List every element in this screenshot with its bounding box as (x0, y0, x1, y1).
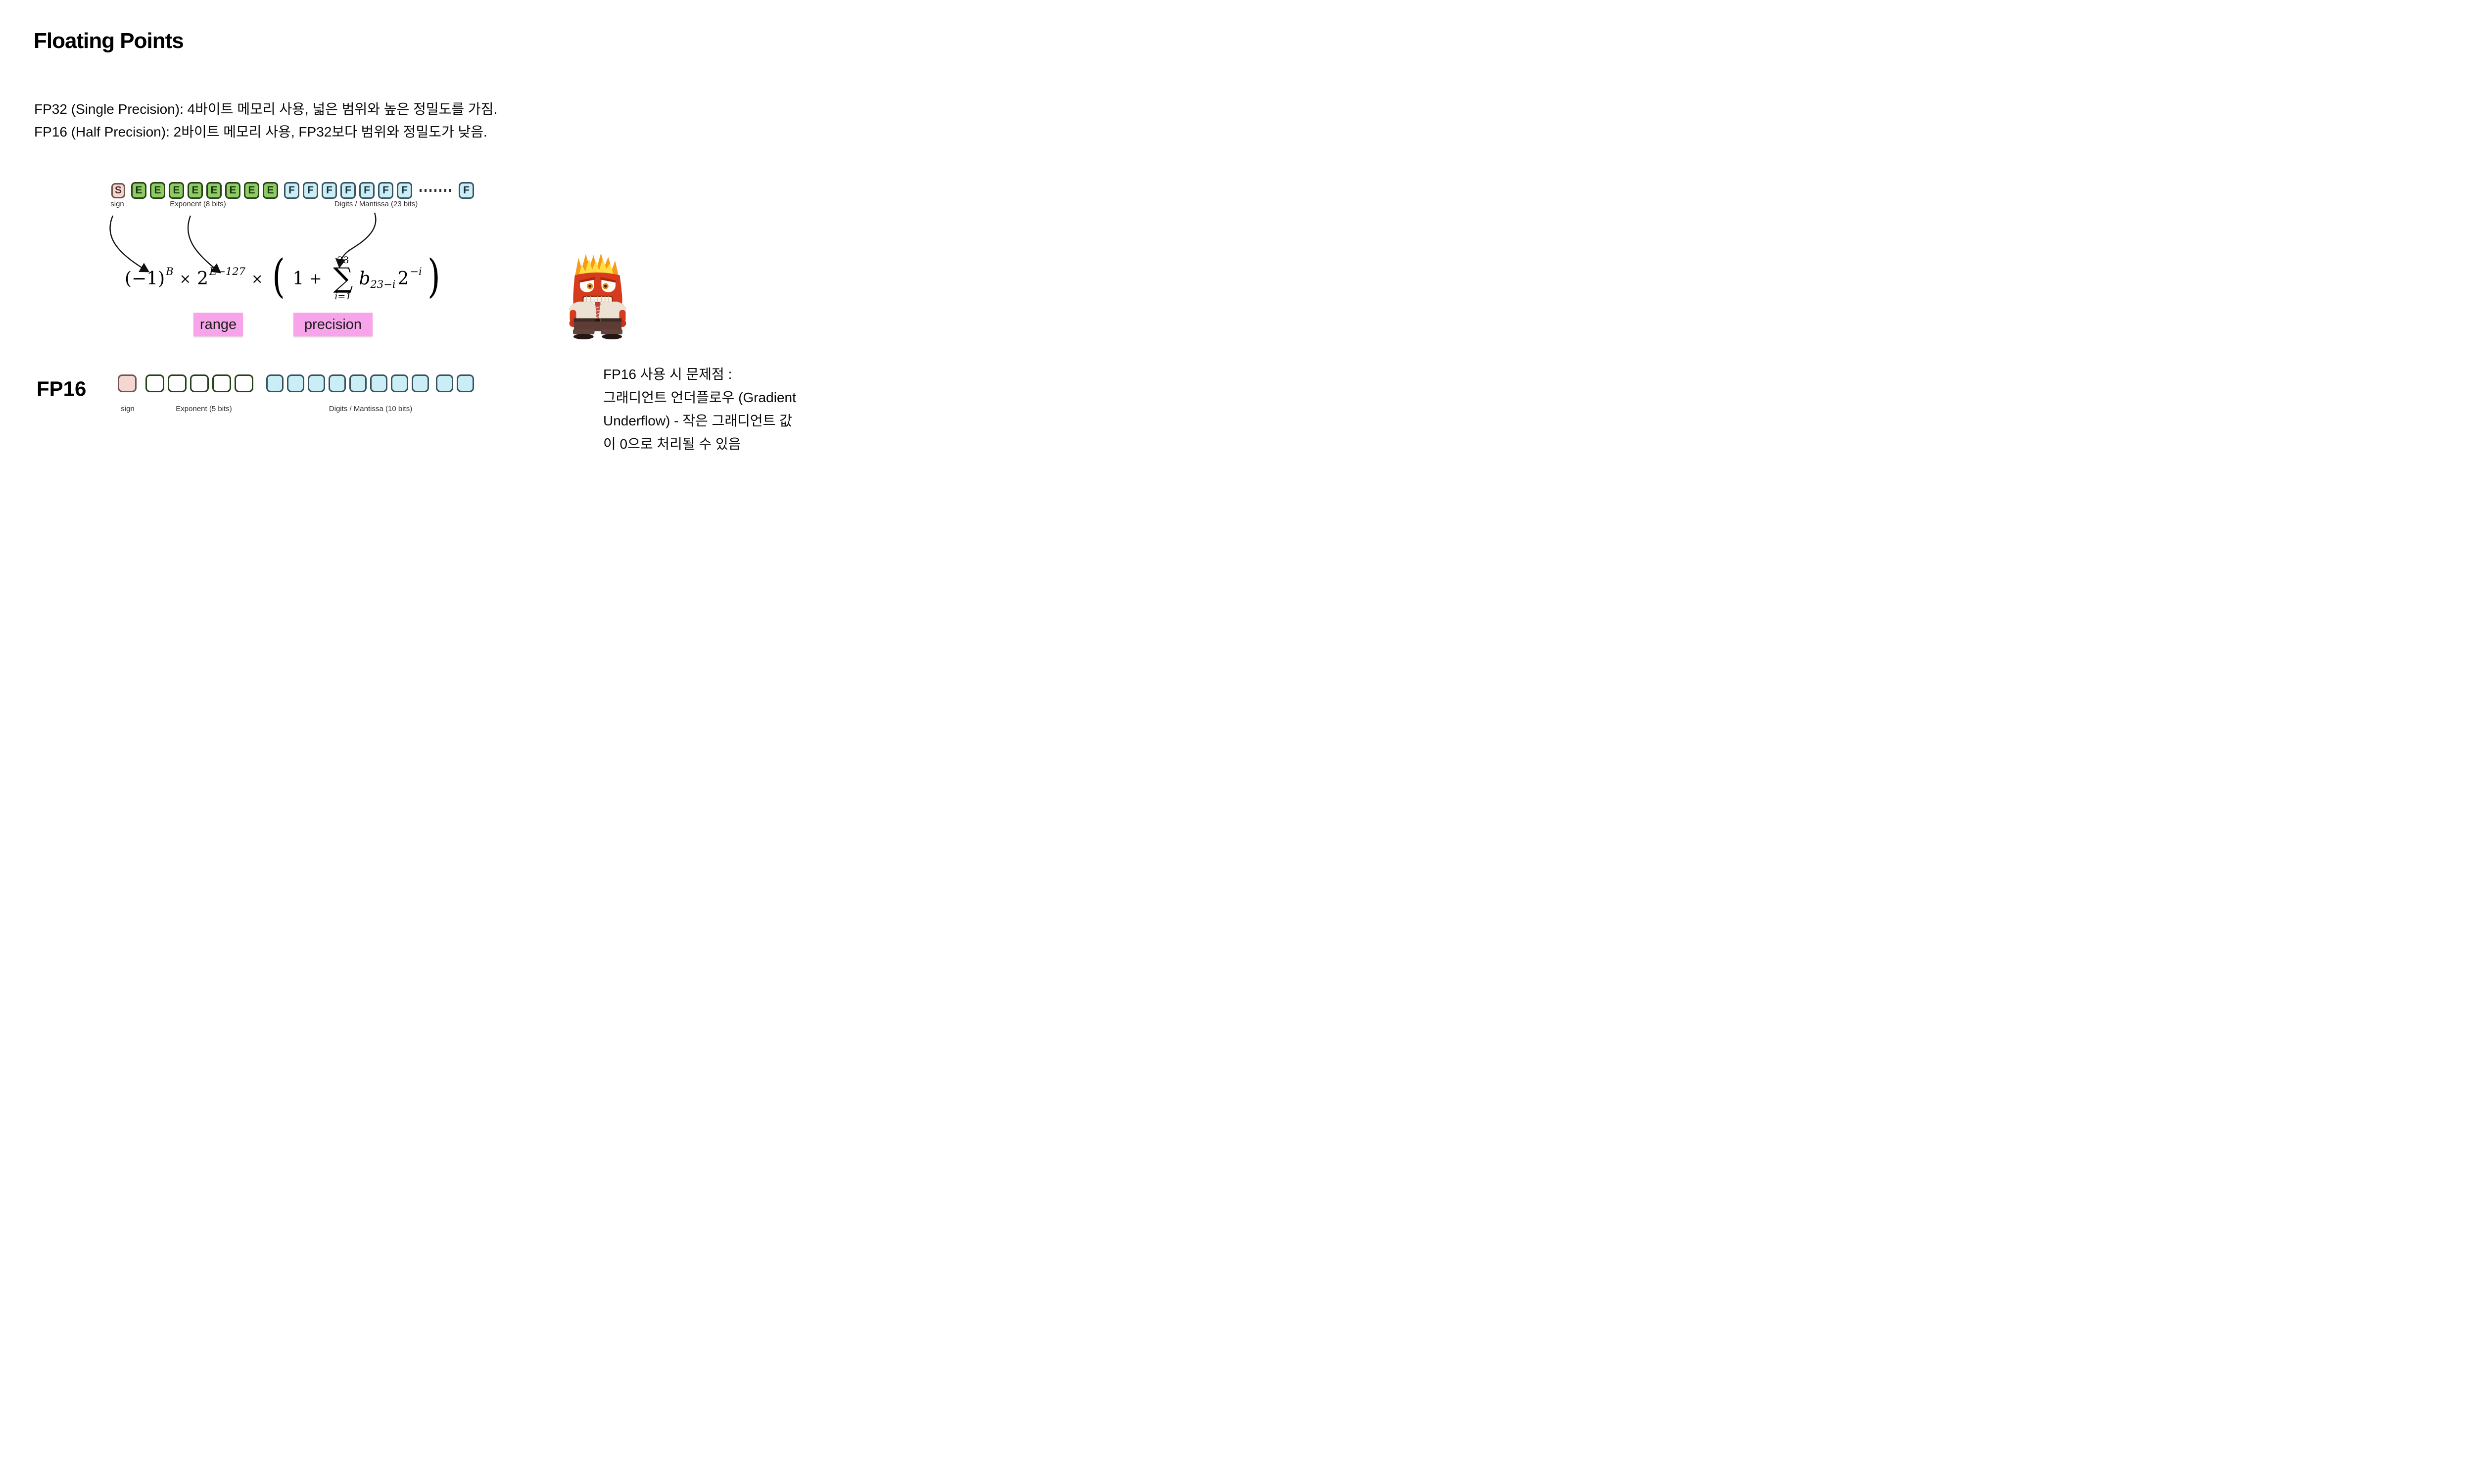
bit-group-exponent (145, 374, 253, 392)
ellipsis-dot (449, 189, 451, 192)
bit-cell-exponent (168, 374, 187, 392)
right-eyebrow (600, 277, 617, 283)
bit-cell-mantissa: F (284, 182, 299, 199)
bit-cell-mantissa (412, 374, 429, 392)
bit-cell-mantissa: F (359, 182, 375, 199)
bit-cell-mantissa: F (303, 182, 318, 199)
bit-cell-exponent: E (244, 182, 259, 199)
intro-text: FP32 (Single Precision): 4바이트 메모리 사용, 넓은… (34, 98, 497, 143)
bit-cell-exponent (212, 374, 231, 392)
bit-cell-mantissa: F (378, 182, 393, 199)
fp16-problem-note: FP16 사용 시 문제점 : 그래디언트 언더플로우 (Gradient Un… (603, 363, 796, 456)
flame-hair (574, 253, 619, 278)
bit-cell-mantissa: F (459, 182, 474, 199)
formula-coefficient-sub: 23−i (370, 278, 396, 290)
formula-pow-sup: −i (410, 266, 422, 278)
bit-cell-mantissa: F (322, 182, 337, 199)
formula-summation: 23 ∑ i=1 (333, 256, 353, 301)
bit-cell-exponent (190, 374, 209, 392)
range-tag: range (193, 313, 243, 336)
bit-cell-exponent: E (169, 182, 184, 199)
left-eyebrow (579, 277, 595, 283)
formula-coefficient: b (359, 268, 371, 289)
ellipsis-dot (429, 189, 431, 192)
bit-cell-mantissa (329, 374, 346, 392)
right-shoe (602, 333, 622, 339)
note-line: Underflow) - 작은 그래디언트 값 (603, 413, 792, 428)
ellipsis-dot (425, 189, 427, 192)
intro-line-fp32: FP32 (Single Precision): 4바이트 메모리 사용, 넓은… (34, 101, 498, 117)
bit-cell-exponent: E (206, 182, 222, 199)
formula-exponent-sup: E−127 (209, 266, 245, 278)
tie (595, 302, 601, 321)
formula-lparen: ( (125, 268, 132, 289)
sum-lower-limit: i=1 (334, 290, 352, 302)
slide: Floating Points FP32 (Single Precision):… (0, 0, 880, 495)
formula-neg-one: −1 (132, 268, 158, 289)
fp16-sign-label: sign (121, 405, 135, 413)
page-title: Floating Points (34, 29, 184, 53)
bit-cell-exponent: E (131, 182, 146, 199)
formula-times-1: × (179, 270, 191, 287)
sigma-symbol: ∑ (333, 262, 353, 295)
intro-line-fp16: FP16 (Half Precision): 2바이트 메모리 사용, FP32… (34, 124, 487, 139)
fp16-bit-row (118, 374, 474, 392)
bit-cell-exponent (235, 374, 253, 392)
fp32-mantissa-label: Digits / Mantissa (23 bits) (334, 200, 418, 208)
bit-cell-mantissa (349, 374, 367, 392)
ellipsis-dot (434, 189, 436, 192)
bit-cell-mantissa: F (340, 182, 356, 199)
bit-group-mantissa (436, 374, 474, 392)
bit-cell-mantissa: F (397, 182, 412, 199)
formula-plus: + (309, 270, 322, 287)
note-line: 이 0으로 처리될 수 있음 (603, 436, 741, 452)
bit-cell-sign: S (111, 183, 125, 198)
fp32-exponent-label: Exponent (8 bits) (170, 200, 226, 208)
precision-tag: precision (293, 313, 373, 336)
bit-cell-mantissa (287, 374, 304, 392)
note-line: FP16 사용 시 문제점 : (603, 367, 732, 382)
ellipsis-dot (439, 189, 441, 192)
bit-group-sign (118, 374, 137, 392)
left-shoe (573, 333, 594, 339)
fp32-sign-label: sign (110, 200, 124, 208)
note-line: 그래디언트 언더플로우 (Gradient (603, 390, 796, 405)
bit-cell-mantissa (391, 374, 408, 392)
ellipsis-dot (444, 189, 446, 192)
bit-group-mantissa: F (459, 182, 474, 199)
bit-cell-mantissa (308, 374, 325, 392)
bit-group-mantissa (266, 374, 429, 392)
bit-cell-mantissa (436, 374, 453, 392)
bit-cell-exponent (145, 374, 164, 392)
formula-rparen: ) (158, 268, 165, 289)
pants (572, 318, 623, 334)
formula-sign-exponent: B (166, 266, 174, 278)
formula-one: 1 (292, 268, 304, 289)
left-pupil (588, 284, 592, 288)
anger-character-illustration (569, 253, 627, 339)
fp16-mantissa-label: Digits / Mantissa (10 bits) (329, 405, 413, 413)
sum-upper-limit: 23 (337, 255, 349, 266)
bit-cell-exponent: E (263, 182, 278, 199)
right-pupil (604, 284, 607, 288)
bit-group-ellipsis (418, 189, 453, 192)
ellipsis-dot (420, 189, 422, 192)
bit-cell-sign (118, 374, 137, 392)
bit-cell-mantissa (370, 374, 387, 392)
formula-times-2: × (251, 270, 263, 287)
fp16-exponent-label: Exponent (5 bits) (176, 405, 232, 413)
formula-base-two: 2 (197, 268, 208, 289)
bit-cell-mantissa (457, 374, 474, 392)
fp16-title: FP16 (37, 377, 87, 400)
bit-cell-exponent: E (188, 182, 203, 199)
bit-group-sign: S (111, 183, 125, 198)
bit-cell-exponent: E (225, 182, 240, 199)
bit-cell-exponent: E (150, 182, 165, 199)
formula-pow-base: 2 (397, 268, 409, 289)
bit-cell-mantissa (266, 374, 284, 392)
